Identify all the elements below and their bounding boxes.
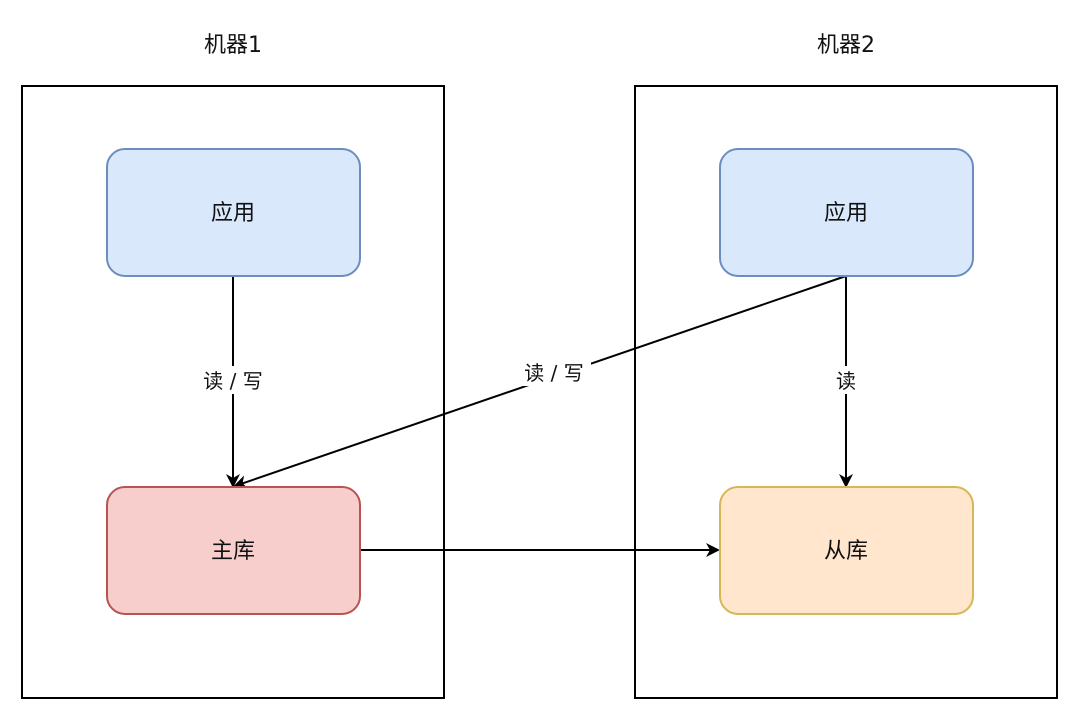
- node-master-db-box: [106, 486, 361, 615]
- node-app-machine-2-label: 应用: [824, 201, 868, 226]
- node-app-machine-1-box: [106, 148, 361, 277]
- node-app-machine-2: 应用: [719, 148, 974, 277]
- node-master-db-label: 主库: [211, 539, 255, 564]
- machine-2-container: [634, 85, 1058, 699]
- node-master-db: 主库: [106, 486, 361, 615]
- node-slave-db-box: [719, 486, 974, 615]
- node-app-machine-2-box: [719, 148, 974, 277]
- edge-label-app1-master: 读 / 写: [203, 369, 262, 393]
- edge-label-app2-master: 读 / 写: [524, 361, 583, 385]
- node-slave-db: 从库: [719, 486, 974, 615]
- machine-1-title: 机器1: [204, 33, 262, 58]
- node-slave-db-label: 从库: [824, 539, 868, 564]
- edge-label-app2-slave: 读: [836, 369, 856, 393]
- node-app-machine-1-label: 应用: [211, 201, 255, 226]
- edge-label-bg-app2-master: [517, 358, 591, 386]
- node-app-machine-1: 应用: [106, 148, 361, 277]
- machine-2-title: 机器2: [817, 33, 875, 58]
- edge-label-bg-app1-master: [196, 366, 270, 394]
- edge-label-bg-app2-slave: [832, 366, 860, 394]
- machine-1-container: [21, 85, 445, 699]
